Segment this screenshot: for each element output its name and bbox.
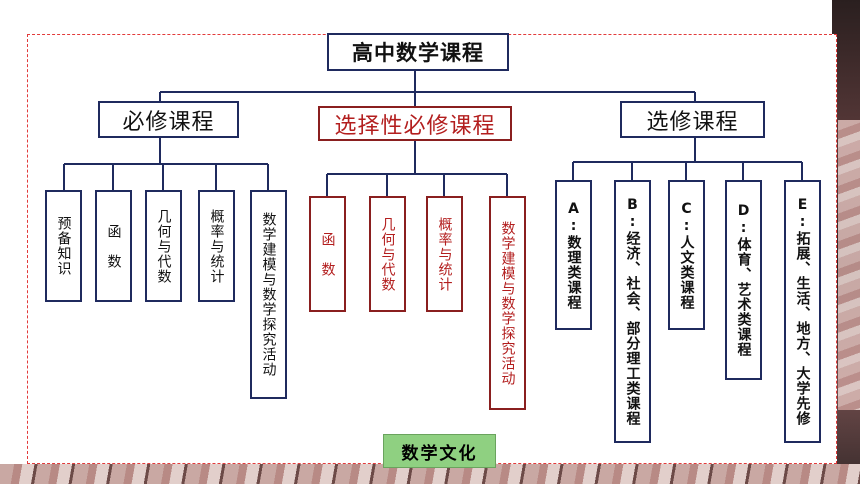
required-item-label: 概率与统计 (208, 208, 225, 284)
required-item-label: 几何与代数 (155, 208, 172, 284)
elective-item-label: D:体育、艺术类课程 (735, 203, 752, 357)
required-item-5: 数学建模与数学探究活动 (250, 190, 287, 399)
required-item-4: 概率与统计 (198, 190, 235, 302)
selective-item-1: 函 数 (309, 196, 346, 312)
elective-item-b: B:经济、社会、部分理工类课程 (614, 180, 651, 443)
elective-item-d: D:体育、艺术类课程 (725, 180, 762, 380)
selective-item-label: 函 数 (319, 231, 336, 277)
selective-item-label: 数学建模与数学探究活动 (499, 220, 516, 386)
decorative-edge-pattern (838, 120, 860, 410)
required-item-label: 函 数 (105, 223, 122, 269)
branch-required: 必修课程 (98, 101, 239, 138)
branch-elective-label: 选修课程 (646, 109, 739, 135)
math-culture-box: 数学文化 (383, 434, 496, 468)
required-item-label: 数学建模与数学探究活动 (260, 212, 277, 377)
decorative-edge-bottom (0, 464, 860, 484)
elective-item-e: E:拓展、生活、地方、大学先修 (784, 180, 821, 443)
branch-elective: 选修课程 (620, 101, 765, 138)
elective-item-label: C:人文类课程 (678, 200, 695, 310)
elective-item-a: A:数理类课程 (555, 180, 592, 330)
math-culture-label: 数学文化 (401, 443, 478, 464)
required-item-1: 预备知识 (45, 190, 82, 302)
elective-item-label: E:拓展、生活、地方、大学先修 (794, 197, 811, 426)
required-item-2: 函 数 (95, 190, 132, 302)
selective-item-2: 几何与代数 (369, 196, 406, 312)
branch-selective-label: 选择性必修课程 (334, 113, 496, 139)
selective-item-label: 几何与代数 (379, 216, 396, 292)
root-label: 高中数学课程 (352, 41, 484, 65)
branch-required-label: 必修课程 (122, 109, 215, 135)
selective-item-3: 概率与统计 (426, 196, 463, 312)
elective-item-c: C:人文类课程 (668, 180, 705, 330)
branch-selective-required: 选择性必修课程 (318, 106, 512, 141)
elective-item-label: A:数理类课程 (565, 200, 582, 310)
selective-item-label: 概率与统计 (436, 216, 453, 292)
selective-item-4: 数学建模与数学探究活动 (489, 196, 526, 410)
required-item-3: 几何与代数 (145, 190, 182, 302)
root-node: 高中数学课程 (327, 33, 509, 71)
required-item-label: 预备知识 (55, 216, 72, 276)
elective-item-label: B:经济、社会、部分理工类课程 (624, 197, 641, 426)
